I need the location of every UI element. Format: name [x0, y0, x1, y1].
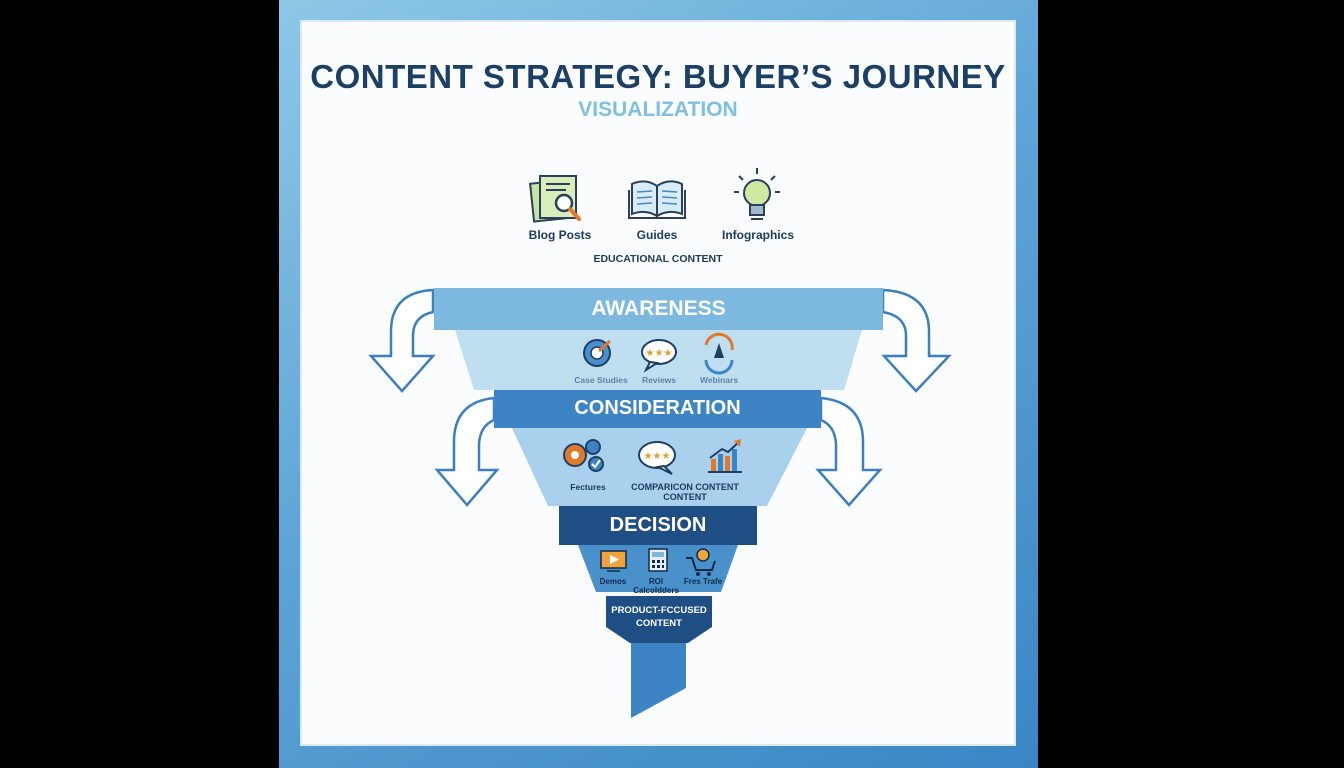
product-focused-line1: PRODUCT-FCCUSED [611, 605, 707, 616]
educational-content-label: EDUCATIONAL CONTENT [593, 253, 723, 265]
consideration-item: Fectures [570, 482, 606, 492]
decision-item: ROI Calcoldders [633, 577, 679, 595]
awareness-right-arrow [881, 288, 952, 393]
calculator-icon [648, 548, 668, 572]
open-book-icon [628, 180, 686, 219]
consideration-item: COMPARICON CONTENT CONTENT [631, 482, 739, 502]
infographics-label: Infographics [721, 228, 794, 242]
case-studies-icon [583, 339, 612, 367]
comparison-bubble-icon: ★★★ [638, 441, 676, 475]
stage-decision-label: DECISION [609, 514, 707, 536]
stage-awareness-label: AWARENESS [591, 297, 726, 320]
awareness-item: Webinars [699, 375, 739, 385]
page-subtitle: VISUALIZATION [578, 98, 738, 121]
awareness-item: Reviews [641, 375, 677, 385]
webinars-cycle-icon [704, 332, 734, 375]
reviews-bubble-icon: ★★★ [641, 339, 677, 373]
svg-text:★★★: ★★★ [646, 348, 673, 359]
blog-posts-label: Blog Posts [528, 228, 592, 242]
stage-consideration-label: CONSIDERATION [574, 397, 741, 419]
gears-check-icon [563, 439, 604, 472]
growth-chart-icon [708, 439, 742, 473]
demo-video-icon [600, 550, 627, 572]
blog-magnifier-icon [529, 175, 581, 223]
awareness-left-arrow [368, 288, 436, 393]
guides-label: Guides [636, 228, 678, 242]
funnel-spout [631, 643, 686, 718]
lightbulb-icon [734, 168, 780, 220]
awareness-item: Case Studies [574, 375, 628, 385]
consideration-right-arrow [815, 396, 883, 507]
decision-item: Demos [599, 577, 627, 586]
page-title: CONTENT STRATEGY: BUYER’S JOURNEY [310, 58, 1006, 95]
cart-coin-icon [686, 548, 716, 576]
svg-text:★★★: ★★★ [644, 451, 671, 462]
product-focused-line2: CONTENT [636, 618, 682, 629]
product-focused-label: PRODUCT-FCCUSED CONTENT [606, 604, 712, 630]
decision-item: Fres Trafe [683, 577, 723, 586]
product-focused-section [606, 596, 712, 643]
consideration-left-arrow [434, 396, 500, 507]
